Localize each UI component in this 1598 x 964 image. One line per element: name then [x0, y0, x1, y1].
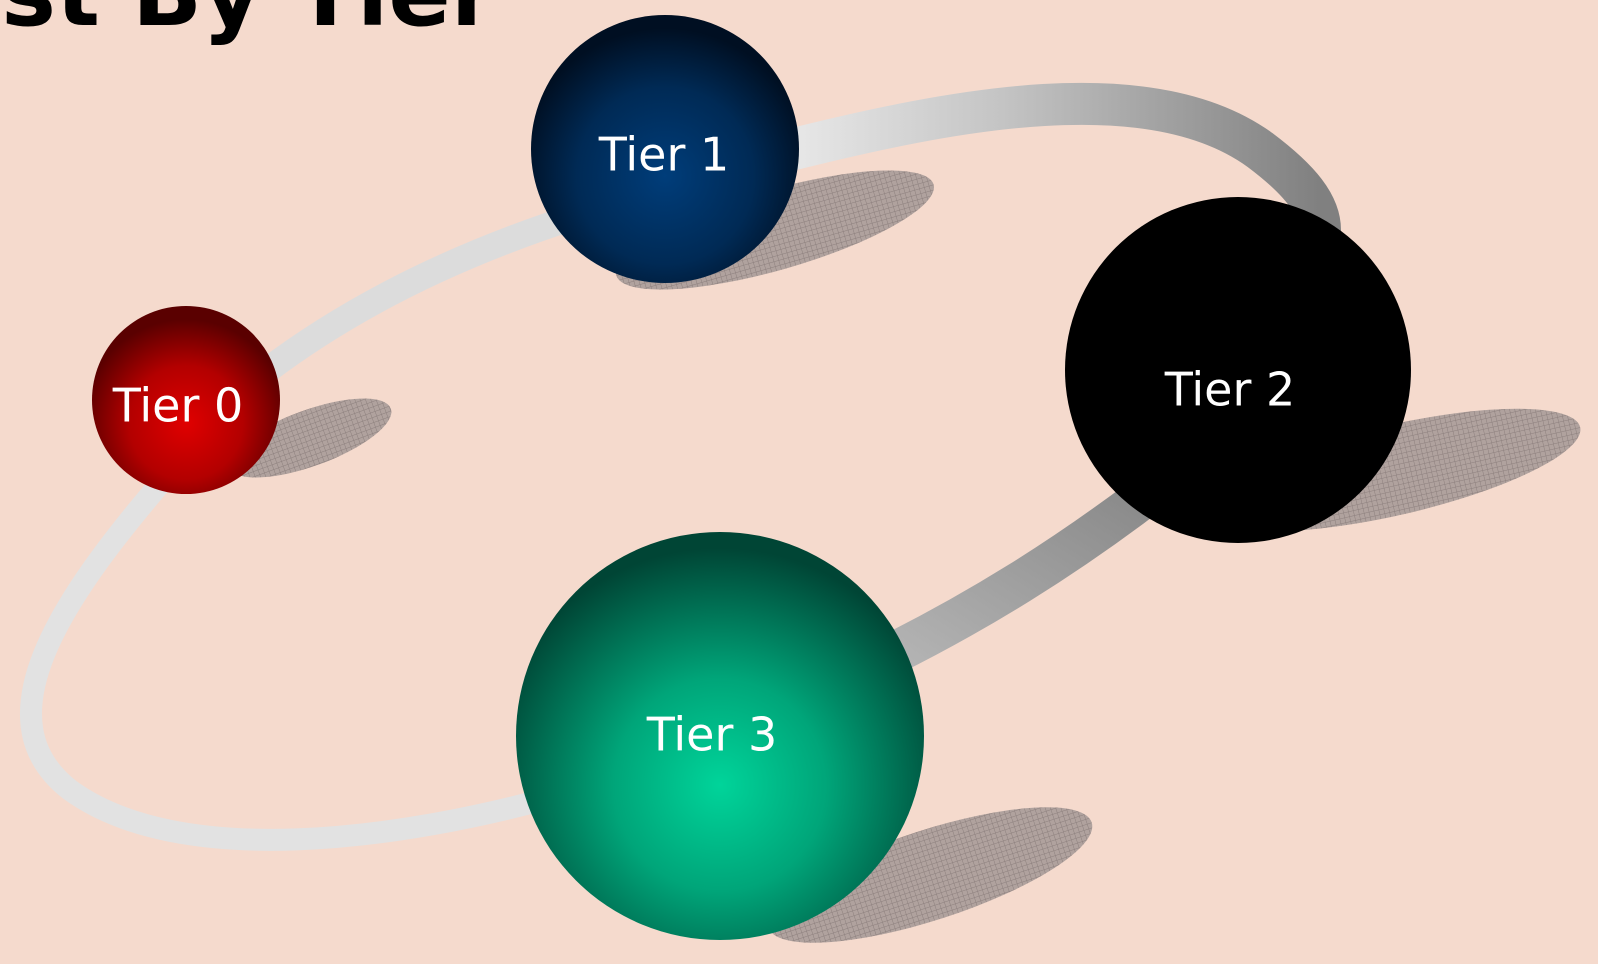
tier-node-3: Tier 3: [516, 532, 924, 940]
tier-node-1: Tier 1: [531, 15, 799, 283]
cycle-ring: [20, 82, 1341, 851]
tier-node-1-label: Tier 1: [598, 128, 730, 182]
tier-node-2-circle: [1065, 197, 1411, 543]
ring-segment-tier2-tier3: [880, 483, 1153, 674]
ring-segment-tier1-tier2: [769, 82, 1341, 251]
tier-node-0-circle: [92, 306, 280, 494]
ring-segment-tier0-tier1: [252, 202, 593, 385]
tier-node-2-label: Tier 2: [1164, 363, 1296, 417]
tier-node-3-circle: [516, 532, 924, 940]
tier-node-0: Tier 0: [92, 306, 280, 494]
tier-0-shadow: [228, 398, 392, 478]
tier-node-2: Tier 2: [1065, 197, 1411, 543]
tier-3-shadow: [767, 807, 1093, 943]
tier-node-1-circle: [531, 15, 799, 283]
slide-title: ost By Tier: [0, 0, 496, 40]
ring-segment-tier0-tier3: [20, 467, 571, 851]
tier-node-3-label: Tier 3: [646, 708, 778, 762]
tier-node-0-label: Tier 0: [112, 379, 244, 433]
